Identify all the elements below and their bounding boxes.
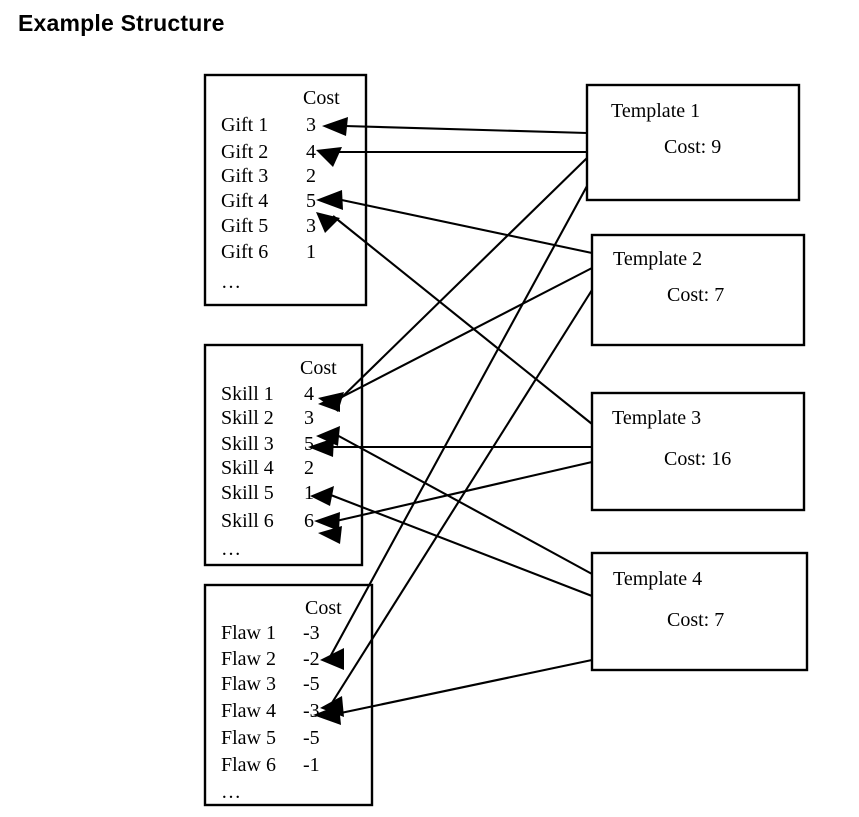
flaws-cost-header: Cost bbox=[305, 597, 342, 619]
template-4-cost: Cost: 7 bbox=[667, 609, 724, 631]
arrowhead-icon bbox=[313, 705, 341, 725]
gifts-group: Cost Gift 1 3 Gift 2 4 Gift 3 2 Gift 4 5… bbox=[203, 73, 368, 307]
template-2-cost: Cost: 7 bbox=[667, 284, 724, 306]
arrowhead-icon bbox=[316, 426, 340, 446]
flaws-item-cost: -3 bbox=[303, 622, 320, 644]
gifts-item-name: Gift 6 bbox=[221, 241, 268, 263]
connection-line bbox=[339, 267, 593, 399]
template-1-cost: Cost: 9 bbox=[664, 136, 721, 158]
flaws-item-name: Flaw 2 bbox=[221, 648, 276, 670]
flaws-item-cost: -1 bbox=[303, 754, 320, 776]
skills-item-name: Skill 1 bbox=[221, 383, 274, 405]
arrowhead-icon bbox=[318, 526, 342, 544]
template-2-group[interactable]: Template 2 Cost: 7 bbox=[590, 233, 806, 347]
template-2-box[interactable] bbox=[590, 233, 806, 347]
connection-arrowheads bbox=[308, 117, 348, 725]
skills-cost-header: Cost bbox=[300, 357, 337, 379]
arrowhead-icon bbox=[318, 394, 340, 412]
connection-line bbox=[335, 658, 593, 716]
gifts-item-name: Gift 5 bbox=[221, 215, 268, 237]
flaws-item-name: Flaw 4 bbox=[221, 700, 276, 722]
flaws-item-cost: -5 bbox=[303, 673, 320, 695]
connection-line bbox=[322, 491, 593, 597]
page-title: Example Structure bbox=[18, 10, 225, 36]
template-2-title: Template 2 bbox=[613, 248, 702, 270]
arrowhead-icon bbox=[308, 438, 334, 457]
skills-item-name: Skill 2 bbox=[221, 407, 274, 429]
skills-item-name: Skill 6 bbox=[221, 510, 274, 532]
skills-ellipsis: … bbox=[221, 538, 243, 560]
template-4-group[interactable]: Template 4 Cost: 7 bbox=[590, 551, 809, 672]
template-3-title: Template 3 bbox=[612, 407, 701, 429]
flaws-item-cost: -2 bbox=[303, 648, 320, 670]
arrowhead-icon bbox=[316, 190, 343, 210]
gifts-item-name: Gift 3 bbox=[221, 165, 268, 187]
template-1-box[interactable] bbox=[585, 83, 801, 202]
skills-item-name: Skill 4 bbox=[221, 457, 274, 479]
gifts-item-cost: 3 bbox=[306, 215, 316, 237]
skills-item-cost: 6 bbox=[304, 510, 314, 532]
flaws-item-name: Flaw 6 bbox=[221, 754, 276, 776]
flaws-item-name: Flaw 1 bbox=[221, 622, 276, 644]
gifts-ellipsis: … bbox=[221, 271, 243, 293]
connection-line bbox=[329, 185, 588, 658]
gifts-item-name: Gift 1 bbox=[221, 114, 268, 136]
flaws-ellipsis: … bbox=[221, 781, 243, 803]
template-4-box[interactable] bbox=[590, 551, 809, 672]
skills-item-cost: 4 bbox=[304, 383, 314, 405]
connection-line bbox=[336, 197, 593, 255]
gifts-item-cost: 1 bbox=[306, 241, 316, 263]
arrowhead-icon bbox=[314, 512, 340, 531]
gifts-item-cost: 4 bbox=[306, 141, 316, 163]
connection-line bbox=[329, 289, 593, 707]
connection-line bbox=[335, 157, 588, 404]
template-1-title: Template 1 bbox=[611, 100, 700, 122]
skills-item-cost: 1 bbox=[304, 482, 314, 504]
template-3-box[interactable] bbox=[590, 391, 806, 512]
gifts-cost-header: Cost bbox=[303, 87, 340, 109]
flaws-item-name: Flaw 3 bbox=[221, 673, 276, 695]
template-3-cost: Cost: 16 bbox=[664, 448, 731, 470]
connection-lines bbox=[322, 124, 593, 716]
connection-line bbox=[335, 460, 593, 523]
arrowhead-icon bbox=[322, 117, 348, 136]
skills-item-cost: 3 bbox=[304, 407, 314, 429]
skills-item-name: Skill 5 bbox=[221, 482, 274, 504]
gifts-item-name: Gift 4 bbox=[221, 190, 268, 212]
arrowhead-icon bbox=[320, 648, 344, 670]
arrowhead-icon bbox=[316, 212, 340, 233]
gifts-item-cost: 5 bbox=[306, 190, 316, 212]
skills-item-cost: 5 bbox=[304, 433, 314, 455]
gifts-item-cost: 3 bbox=[306, 114, 316, 136]
flaws-item-cost: -3 bbox=[303, 700, 320, 722]
template-4-title: Template 4 bbox=[613, 568, 702, 590]
flaws-item-cost: -5 bbox=[303, 727, 320, 749]
flaws-item-name: Flaw 5 bbox=[221, 727, 276, 749]
skills-item-name: Skill 3 bbox=[221, 433, 274, 455]
skills-item-cost: 2 bbox=[304, 457, 314, 479]
connection-line bbox=[332, 215, 593, 425]
template-3-group[interactable]: Template 3 Cost: 16 bbox=[590, 391, 806, 512]
gifts-item-name: Gift 2 bbox=[221, 141, 268, 163]
gifts-box bbox=[203, 73, 368, 307]
flaws-box bbox=[203, 583, 374, 807]
gifts-item-cost: 2 bbox=[306, 165, 316, 187]
template-1-group[interactable]: Template 1 Cost: 9 bbox=[585, 83, 801, 202]
connection-line bbox=[334, 433, 593, 575]
arrowhead-icon bbox=[310, 486, 334, 506]
flaws-group: Cost Flaw 1 -3 Flaw 2 -2 Flaw 3 -5 Flaw … bbox=[203, 583, 374, 807]
connection-line bbox=[344, 124, 588, 135]
arrowhead-icon bbox=[316, 147, 342, 167]
